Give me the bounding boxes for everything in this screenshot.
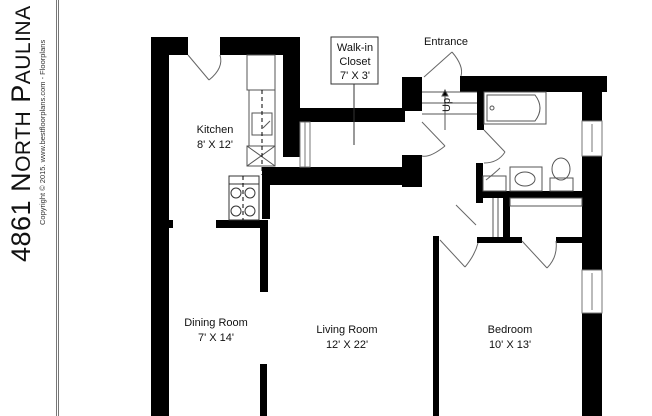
- bathtub: [483, 91, 547, 125]
- bedroom-name: Bedroom: [488, 324, 533, 336]
- toilet: [549, 157, 574, 192]
- title-divider-rule: [56, 0, 59, 416]
- windows: [299, 120, 603, 314]
- kitchen-counter: [246, 54, 276, 175]
- kitchen-name: Kitchen: [197, 124, 234, 136]
- entrance-label: Entrance: [424, 36, 468, 48]
- closet-size: 7' X 3': [340, 70, 370, 82]
- dining-room-name: Dining Room: [184, 317, 248, 329]
- bath-sink: [509, 166, 543, 192]
- doors: [187, 51, 557, 269]
- bath-shelf: [482, 175, 583, 237]
- bedroom-size: 10' X 13': [489, 339, 531, 351]
- stove: [228, 175, 260, 221]
- walls: [151, 37, 607, 416]
- living-room-name: Living Room: [316, 324, 377, 336]
- stairs: [422, 88, 477, 130]
- living-room-size: 12' X 22': [326, 339, 368, 351]
- closet-name-line1: Walk-in: [337, 42, 373, 54]
- dining-room-size: 7' X 14': [198, 332, 234, 344]
- kitchen-size: 8' X 12': [197, 139, 233, 151]
- stairs-up-label: Up: [441, 98, 453, 112]
- closet-name-line2: Closet: [339, 56, 370, 68]
- closet-label-box: [330, 36, 379, 145]
